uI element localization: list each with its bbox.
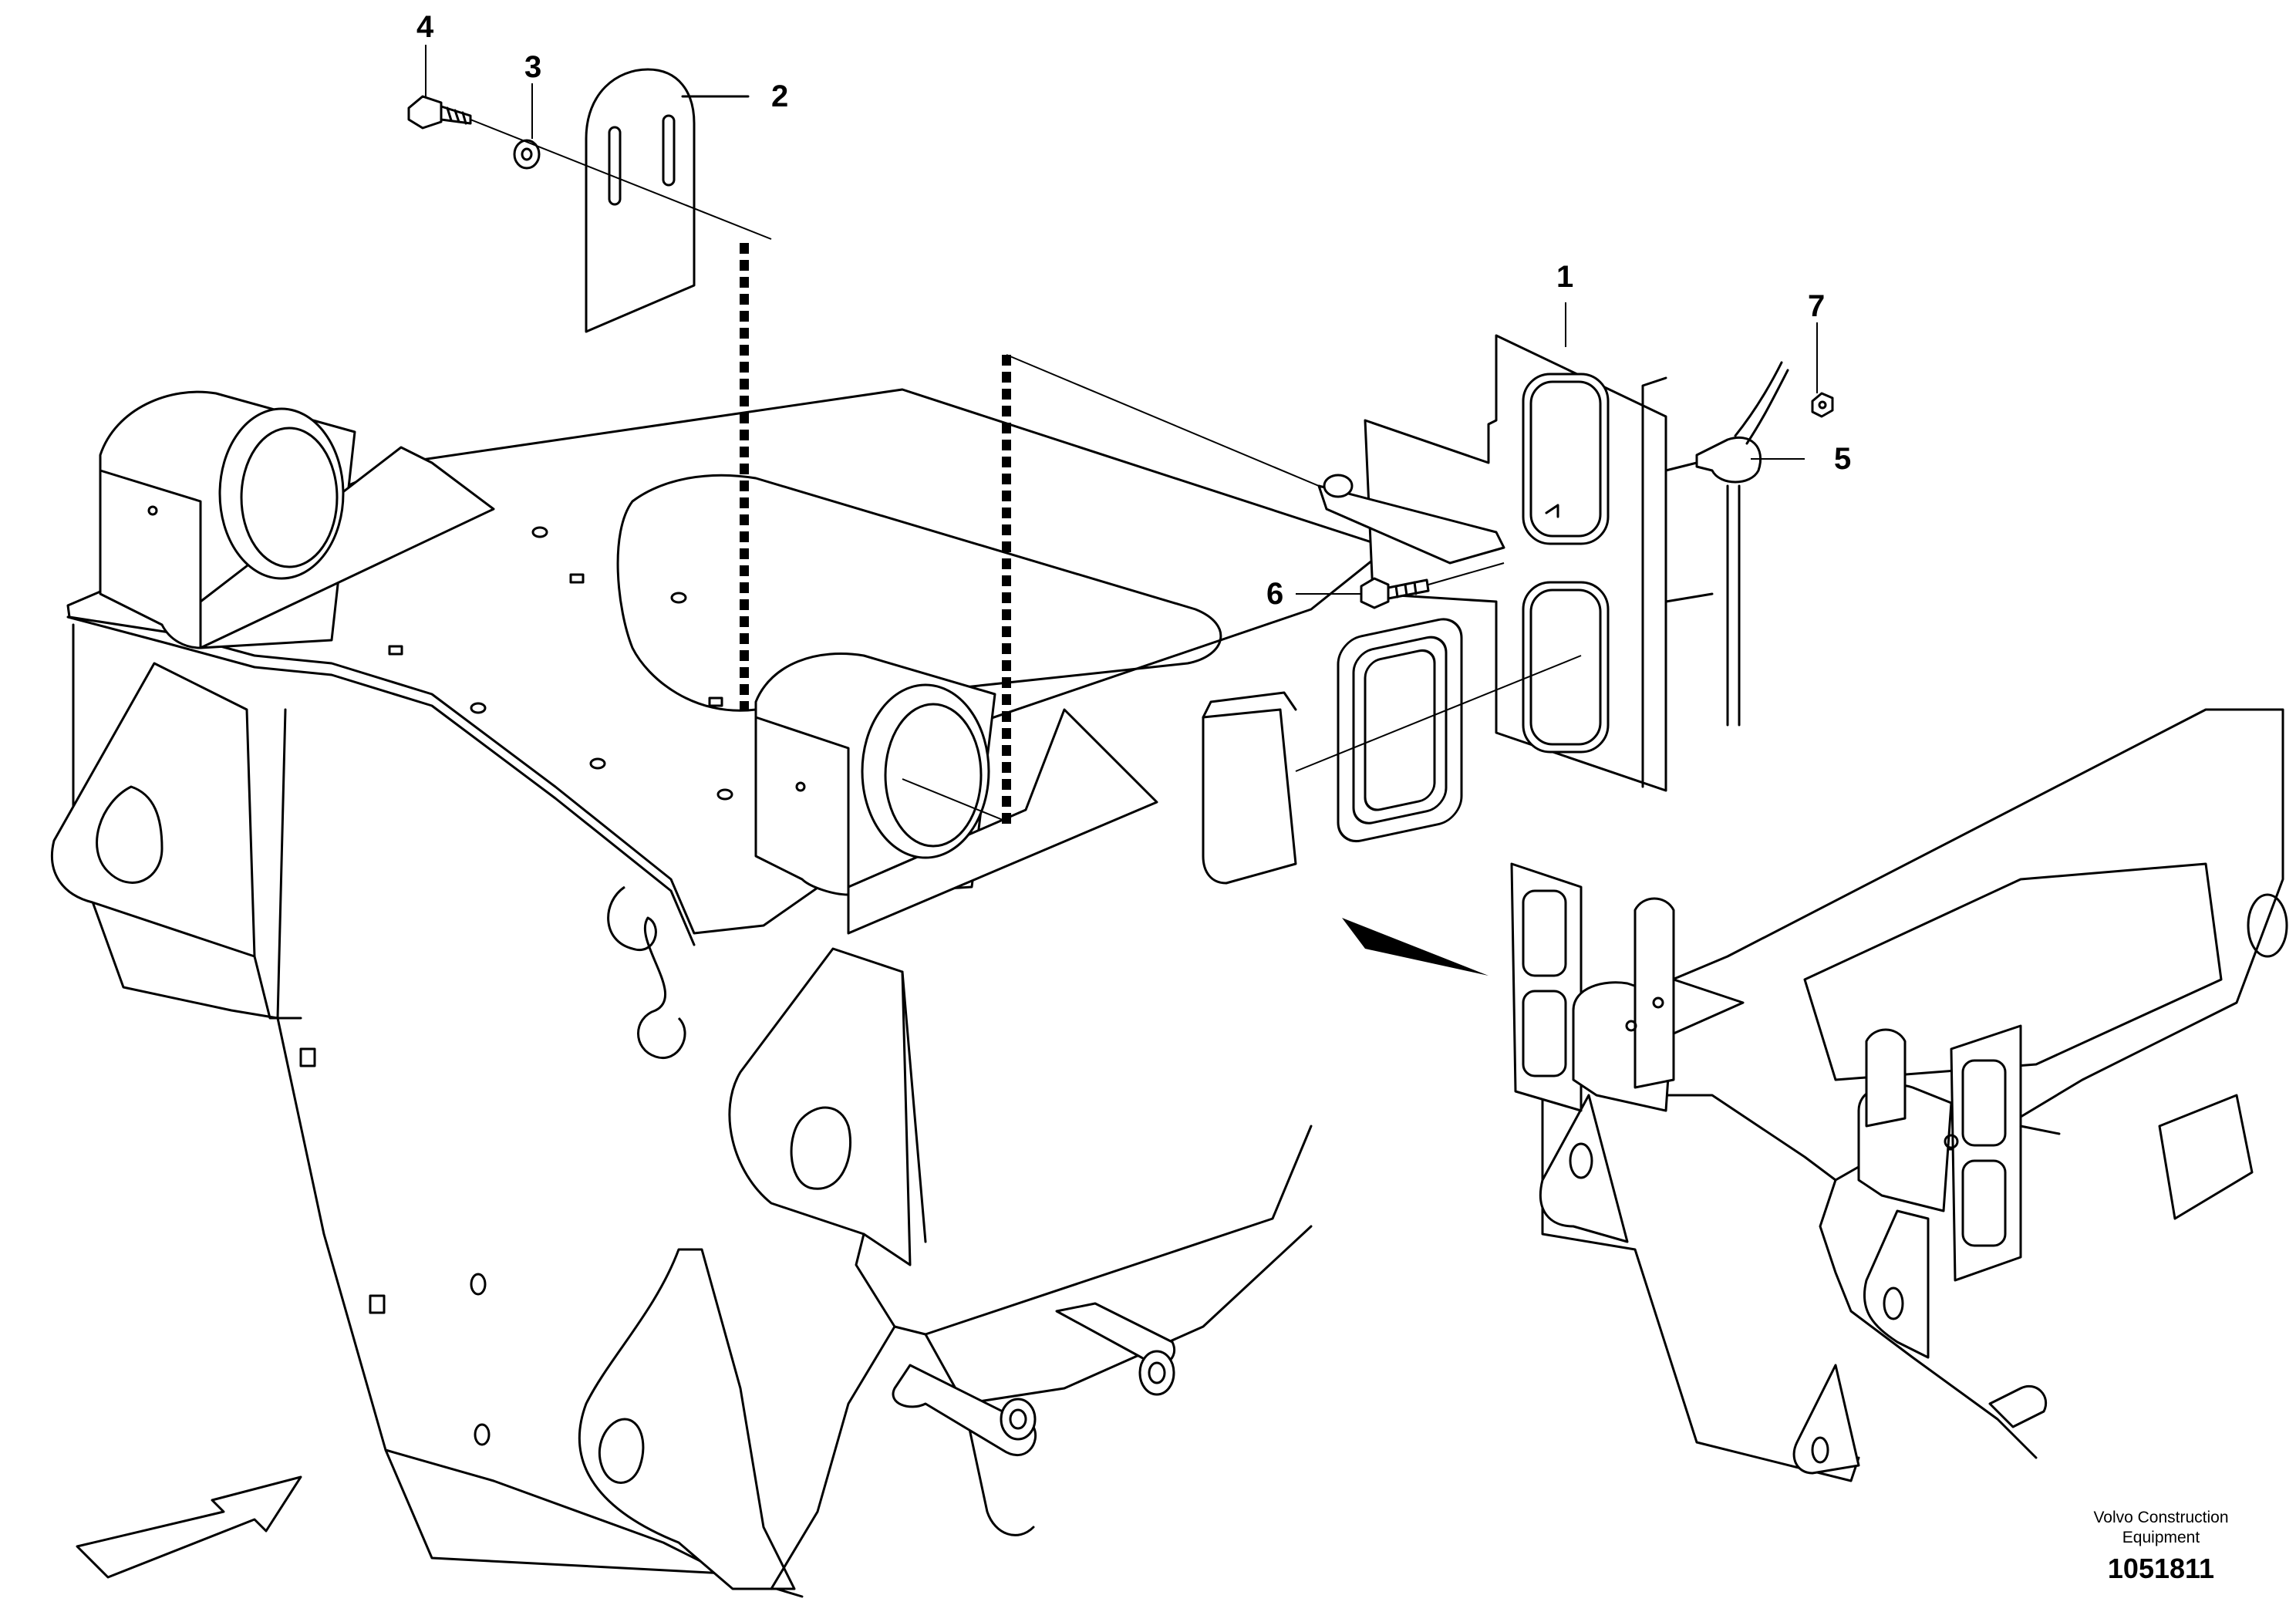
assembled-view <box>1510 708 2288 1482</box>
bracket-part <box>1317 334 1667 792</box>
callout-7: 7 <box>1808 289 1825 323</box>
view-direction-arrow <box>76 1475 302 1579</box>
callout-5: 5 <box>1834 442 1851 476</box>
nut-part <box>1811 392 1834 418</box>
brand-line-1: Volvo Construction <box>2093 1509 2228 1526</box>
grommet-inner-part <box>1202 691 1297 885</box>
callout-1: 1 <box>1556 260 1573 294</box>
grommet-outer-part <box>1337 618 1463 843</box>
washer-part <box>513 139 541 170</box>
callout-2: 2 <box>771 79 788 113</box>
flange-screw-top-part <box>407 95 472 130</box>
flange-screw-side-part <box>1360 562 1505 609</box>
callout-4: 4 <box>416 10 434 44</box>
leader-lines <box>425 45 1818 595</box>
figure-number: 1051811 <box>2108 1553 2214 1584</box>
hose-clamp-part <box>1664 361 1789 727</box>
slotted-plate-part <box>585 68 750 333</box>
main-frame <box>50 388 1390 1598</box>
view-direction-pointer <box>1342 918 1489 976</box>
brand-line-2: Equipment <box>2122 1529 2200 1546</box>
callout-6: 6 <box>1266 577 1283 611</box>
callout-3: 3 <box>524 50 541 84</box>
